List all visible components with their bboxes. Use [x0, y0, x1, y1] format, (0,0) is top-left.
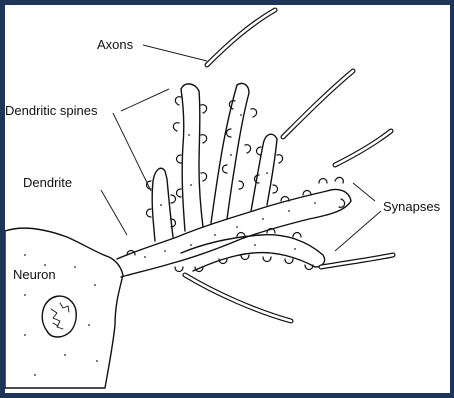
leader-dendritic-spines — [121, 89, 169, 111]
leader-synapses-lower — [335, 211, 381, 251]
dendrite-branch-4 — [251, 134, 277, 211]
nucleus-texture — [51, 303, 69, 329]
label-synapses: Synapses — [383, 199, 441, 214]
dendrite-branch-3 — [211, 83, 249, 223]
label-dendrite: Dendrite — [23, 175, 72, 190]
leader-axons — [143, 45, 207, 61]
dendritic-spines-group — [127, 97, 345, 272]
label-dendritic-spines: Dendritic spines — [5, 103, 98, 118]
leader-dendrite-2 — [113, 113, 151, 191]
dendrite-lower-branch — [181, 235, 325, 271]
dendrite-branch-2 — [181, 84, 203, 231]
dendrite-branch-1 — [152, 168, 173, 241]
neuron-nucleus — [42, 296, 76, 337]
leader-dendrite — [101, 190, 127, 235]
neuron-diagram: Axons Dendritic spines Dendrite Synapses… — [5, 5, 450, 393]
label-axons: Axons — [97, 37, 134, 52]
cytoplasm-specks — [24, 114, 316, 376]
leader-synapses-upper — [353, 183, 375, 201]
diagram-canvas: Axons Dendritic spines Dendrite Synapses… — [5, 5, 450, 393]
axons-group — [185, 10, 393, 321]
label-neuron: Neuron — [13, 267, 56, 282]
axon-5 — [185, 275, 291, 321]
